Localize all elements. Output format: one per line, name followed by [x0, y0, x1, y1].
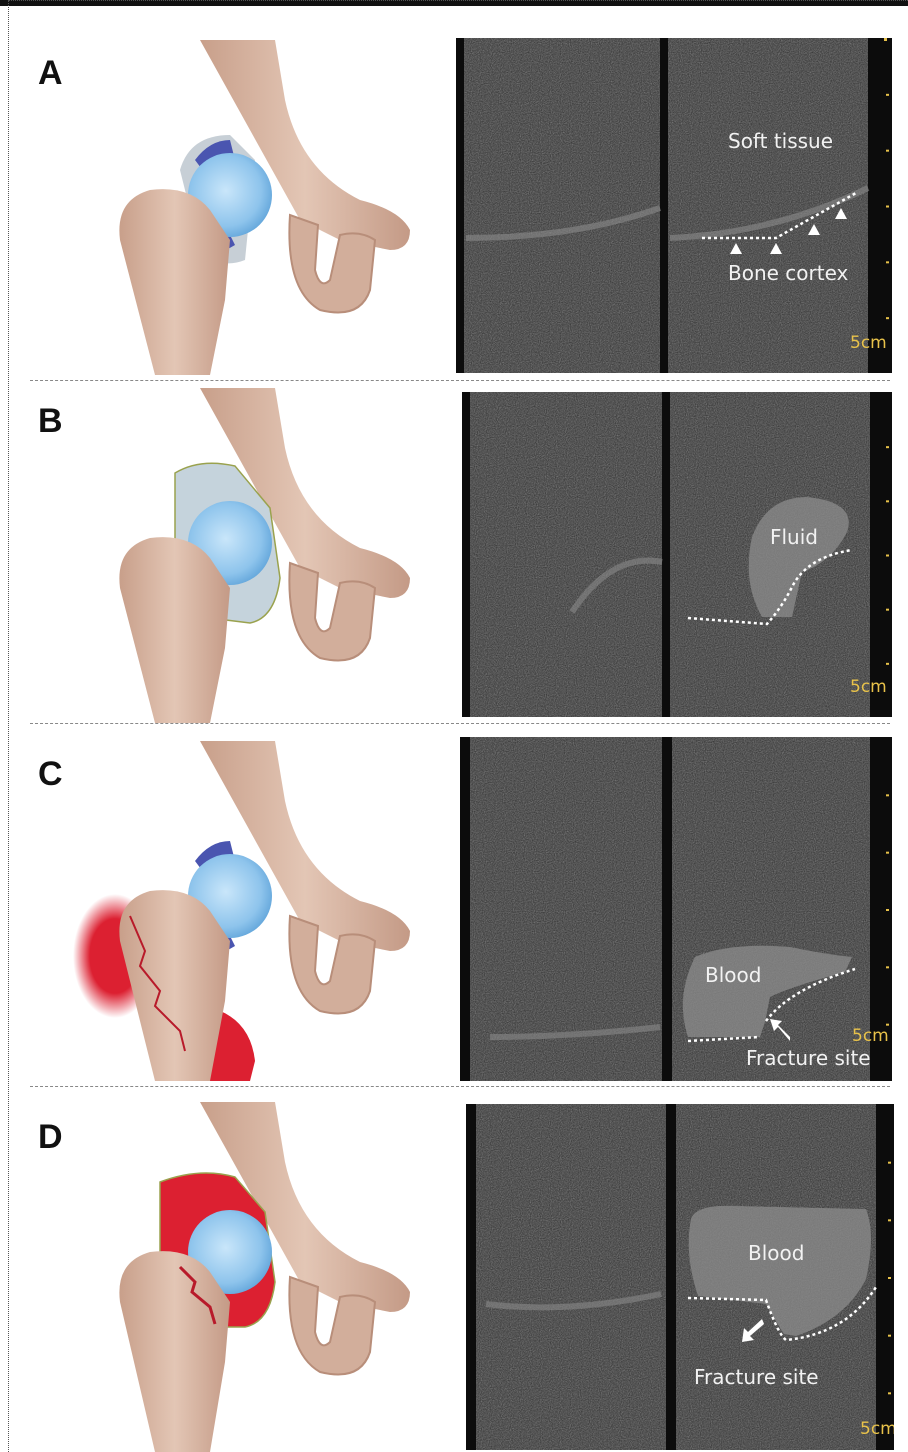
scale-tick [886, 909, 889, 911]
panel-letter: D [38, 1118, 63, 1157]
scale-tick [886, 206, 889, 208]
hip-illustration-extracapsular-fracture [60, 741, 450, 1081]
panel-letter: C [38, 755, 63, 794]
panel-separator [30, 723, 890, 724]
scale-tick [888, 1219, 891, 1221]
scale-tick [886, 852, 889, 854]
scale-tick [886, 446, 889, 448]
scale-tick [888, 1277, 891, 1279]
label-fluid: Fluid [770, 525, 818, 549]
hip-illustration-normal [60, 40, 450, 375]
panel-separator [30, 1086, 890, 1087]
scale-tick [886, 966, 889, 968]
scale-label: 5cm [860, 1419, 894, 1439]
scale-tick [888, 1162, 891, 1164]
scale-tick [886, 794, 889, 796]
label-bone-cortex: Bone cortex [728, 261, 849, 285]
hip-illustration-intracapsular-fracture [60, 1102, 450, 1452]
panel-c: C Blood Fracture site 5cm [0, 733, 908, 1081]
ultrasound-image-a: Soft tissue Bone cortex 5cm [456, 38, 892, 373]
scale-tick [886, 609, 889, 611]
scale-label: 5cm [850, 333, 887, 353]
scale-label: 5cm [850, 677, 887, 697]
ultrasound-image-d: Blood Fracture site 5cm [466, 1104, 894, 1450]
scale-tick [886, 261, 889, 263]
label-blood: Blood [705, 963, 761, 987]
label-fracture-site: Fracture site [746, 1046, 871, 1070]
scale-tick [886, 150, 889, 152]
scale-tick [886, 663, 889, 665]
ultrasound-image-c: Blood Fracture site 5cm [460, 737, 892, 1081]
panel-separator [30, 380, 890, 381]
hip-illustration-effusion [60, 388, 450, 723]
label-fracture-site: Fracture site [694, 1365, 819, 1389]
scale-tick [886, 94, 889, 96]
panel-a: A Soft tissue Bone cortex 5cm [0, 30, 908, 375]
scale-tick [886, 500, 889, 502]
panel-b: B Fluid 5cm [0, 388, 908, 723]
scale-label: 5cm [852, 1026, 889, 1046]
scale-tick [888, 1335, 891, 1337]
panel-letter: A [38, 54, 63, 93]
panel-letter: B [38, 402, 63, 441]
ultrasound-image-b: Fluid 5cm [462, 392, 892, 717]
panel-d: D Blood Fracture site 5cm [0, 1096, 908, 1452]
label-blood: Blood [748, 1241, 804, 1265]
scale-tick [886, 317, 889, 319]
scale-tick [888, 1392, 891, 1394]
label-soft-tissue: Soft tissue [728, 129, 833, 153]
scale-tick [886, 555, 889, 557]
scale-tick [886, 1024, 889, 1026]
